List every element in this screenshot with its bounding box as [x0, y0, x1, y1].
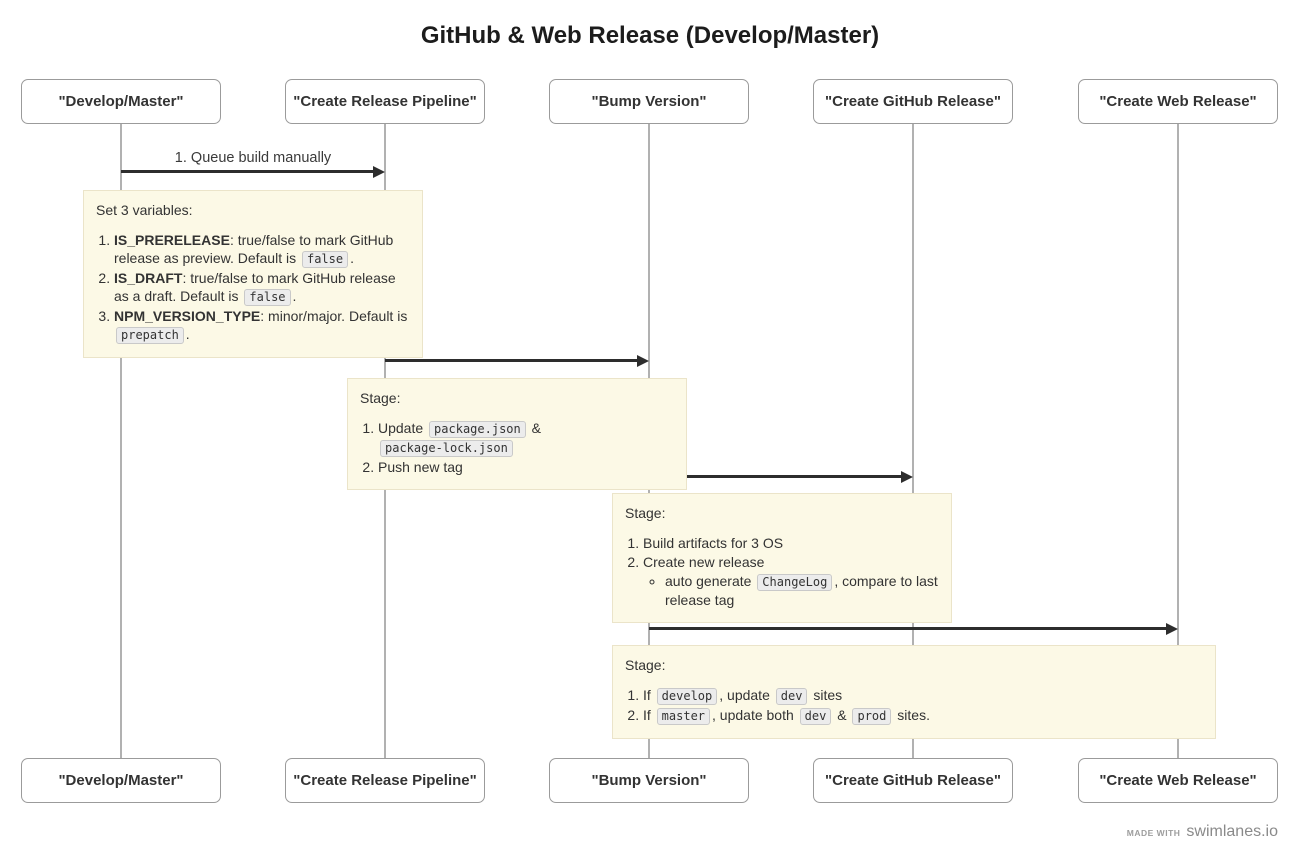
- actor-top-create-web-release: "Create Web Release": [1078, 79, 1278, 124]
- actor-label: "Bump Version": [591, 93, 707, 110]
- arrow-line: [121, 170, 376, 173]
- note-text: , compare to last release tag: [665, 573, 938, 608]
- note-list: IS_PRERELEASE: true/false to mark GitHub…: [96, 231, 410, 344]
- list-item: Build artifacts for 3 OS: [643, 534, 939, 552]
- note-stage-web-release: Stage: If develop, update dev sites If m…: [612, 645, 1216, 739]
- arrow-label: 1. Queue build manually: [174, 150, 332, 166]
- note-text: &: [527, 420, 541, 436]
- note-list: Build artifacts for 3 OS Create new rele…: [625, 534, 939, 609]
- note-text: Create new release: [643, 554, 765, 570]
- list-item: If develop, update dev sites: [643, 686, 1203, 705]
- arrowhead-icon: [373, 165, 385, 178]
- arrow-line: [649, 627, 1169, 630]
- actor-label: "Develop/Master": [58, 772, 184, 789]
- note-set-variables: Set 3 variables: IS_PRERELEASE: true/fal…: [83, 190, 423, 358]
- footer: MADE WITH swimlanes.io: [1127, 823, 1278, 841]
- variable-name: IS_PRERELEASE: [114, 232, 230, 248]
- actor-top-bump-version: "Bump Version": [549, 79, 749, 124]
- note-text: Build artifacts for 3 OS: [643, 535, 784, 551]
- actor-bottom-create-release-pipeline: "Create Release Pipeline": [285, 758, 485, 803]
- note-stage-github-release: Stage: Build artifacts for 3 OS Create n…: [612, 493, 952, 623]
- arrow-line: [649, 475, 904, 478]
- note-text: : minor/major. Default is: [260, 308, 408, 324]
- note-text: Update: [378, 420, 428, 436]
- lifeline-create-github-release: [912, 124, 914, 758]
- code-chip: dev: [799, 708, 832, 725]
- arrow-to-bump-version: [385, 354, 649, 367]
- list-item: Update package.json & package-lock.json: [378, 419, 674, 457]
- note-text: sites: [809, 687, 843, 703]
- note-intro: Stage:: [625, 657, 666, 673]
- code-chip: master: [656, 708, 711, 725]
- note-intro: Stage:: [360, 390, 401, 406]
- arrow-line: [385, 359, 640, 362]
- lifeline-create-web-release: [1177, 124, 1179, 758]
- note-stage-bump-version: Stage: Update package.json & package-loc…: [347, 378, 687, 490]
- arrowhead-icon: [901, 470, 913, 483]
- list-item: Push new tag: [378, 458, 674, 476]
- note-text: .: [185, 326, 190, 342]
- actor-label: "Create GitHub Release": [825, 93, 1001, 110]
- note-text: &: [833, 707, 851, 723]
- code-chip: false: [244, 289, 291, 306]
- note-text: sites.: [893, 707, 930, 723]
- note-text: Push new tag: [378, 459, 463, 475]
- diagram-title: GitHub & Web Release (Develop/Master): [420, 22, 880, 49]
- actor-label: "Create Release Pipeline": [293, 93, 477, 110]
- list-item: IS_PRERELEASE: true/false to mark GitHub…: [114, 231, 410, 268]
- note-list: If develop, update dev sites If master, …: [625, 686, 1203, 725]
- actor-bottom-bump-version: "Bump Version": [549, 758, 749, 803]
- note-text: If: [643, 687, 655, 703]
- actor-top-create-github-release: "Create GitHub Release": [813, 79, 1013, 124]
- list-item: Create new release auto generate ChangeL…: [643, 553, 939, 609]
- actor-label: "Create Release Pipeline": [293, 772, 477, 789]
- code-chip: package-lock.json: [380, 440, 513, 457]
- note-text: : true/false to mark GitHub release as p…: [114, 232, 394, 266]
- actor-bottom-create-github-release: "Create GitHub Release": [813, 758, 1013, 803]
- actor-top-create-release-pipeline: "Create Release Pipeline": [285, 79, 485, 124]
- note-text: , update both: [712, 707, 798, 723]
- list-item: NPM_VERSION_TYPE: minor/major. Default i…: [114, 307, 410, 344]
- code-chip: dev: [775, 688, 808, 705]
- code-chip: prod: [852, 708, 892, 725]
- arrow-queue-build: 1. Queue build manually: [121, 150, 385, 178]
- code-chip: package.json: [429, 421, 526, 438]
- actor-bottom-develop-master: "Develop/Master": [21, 758, 221, 803]
- list-item: auto generate ChangeLog, compare to last…: [665, 572, 939, 609]
- variable-name: NPM_VERSION_TYPE: [114, 308, 261, 324]
- actor-label: "Develop/Master": [58, 93, 184, 110]
- note-text: .: [292, 288, 297, 304]
- variable-name: IS_DRAFT: [114, 270, 183, 286]
- code-chip: false: [301, 251, 349, 268]
- made-with-label: MADE WITH: [1126, 828, 1181, 838]
- note-sublist: auto generate ChangeLog, compare to last…: [643, 572, 939, 609]
- note-text: auto generate: [665, 573, 756, 589]
- actor-label: "Create GitHub Release": [825, 772, 1001, 789]
- arrow-to-web-release: [649, 622, 1178, 635]
- note-list: Update package.json & package-lock.json …: [360, 419, 674, 476]
- lifeline-develop-master: [120, 124, 122, 758]
- arrowhead-icon: [637, 354, 649, 367]
- actor-label: "Create Web Release": [1099, 93, 1257, 110]
- list-item: If master, update both dev & prod sites.: [643, 706, 1203, 725]
- list-item: IS_DRAFT: true/false to mark GitHub rele…: [114, 269, 410, 306]
- actor-label: "Create Web Release": [1099, 772, 1257, 789]
- note-text: .: [350, 250, 354, 266]
- note-intro: Stage:: [625, 505, 666, 521]
- note-text: : true/false to mark GitHub release as a…: [114, 270, 396, 304]
- swimlanes-brand-link[interactable]: swimlanes.io: [1186, 823, 1278, 840]
- note-text: , update: [719, 687, 774, 703]
- arrowhead-icon: [1166, 622, 1178, 635]
- arrow-to-github-release: [649, 470, 913, 483]
- code-chip: develop: [656, 688, 718, 705]
- actor-label: "Bump Version": [591, 772, 707, 789]
- actor-top-develop-master: "Develop/Master": [21, 79, 221, 124]
- actor-bottom-create-web-release: "Create Web Release": [1078, 758, 1278, 803]
- code-chip: ChangeLog: [757, 574, 833, 591]
- code-chip: prepatch: [116, 327, 184, 344]
- note-intro: Set 3 variables:: [96, 202, 193, 218]
- note-text: If: [643, 707, 655, 723]
